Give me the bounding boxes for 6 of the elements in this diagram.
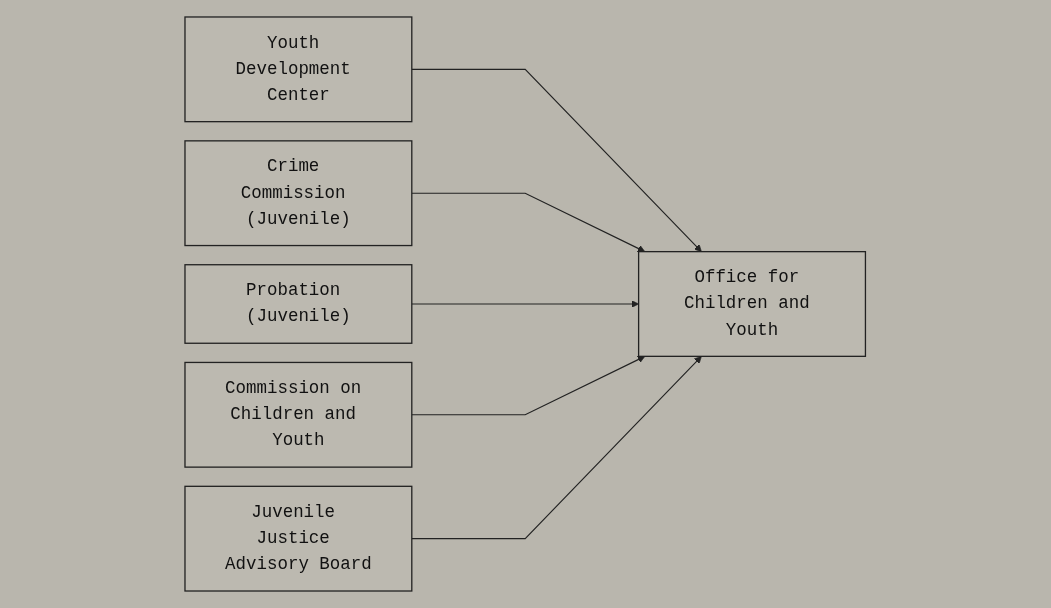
node-box: Juvenile Justice Advisory Board xyxy=(184,485,413,592)
node-box: Office for Children and Youth xyxy=(638,251,867,357)
node-box: Youth Development Center xyxy=(184,16,413,123)
node-box: Commission on Children and Youth xyxy=(184,361,413,468)
node-box: Crime Commission (Juvenile) xyxy=(184,140,413,247)
node-box: Probation (Juvenile) xyxy=(184,264,413,344)
